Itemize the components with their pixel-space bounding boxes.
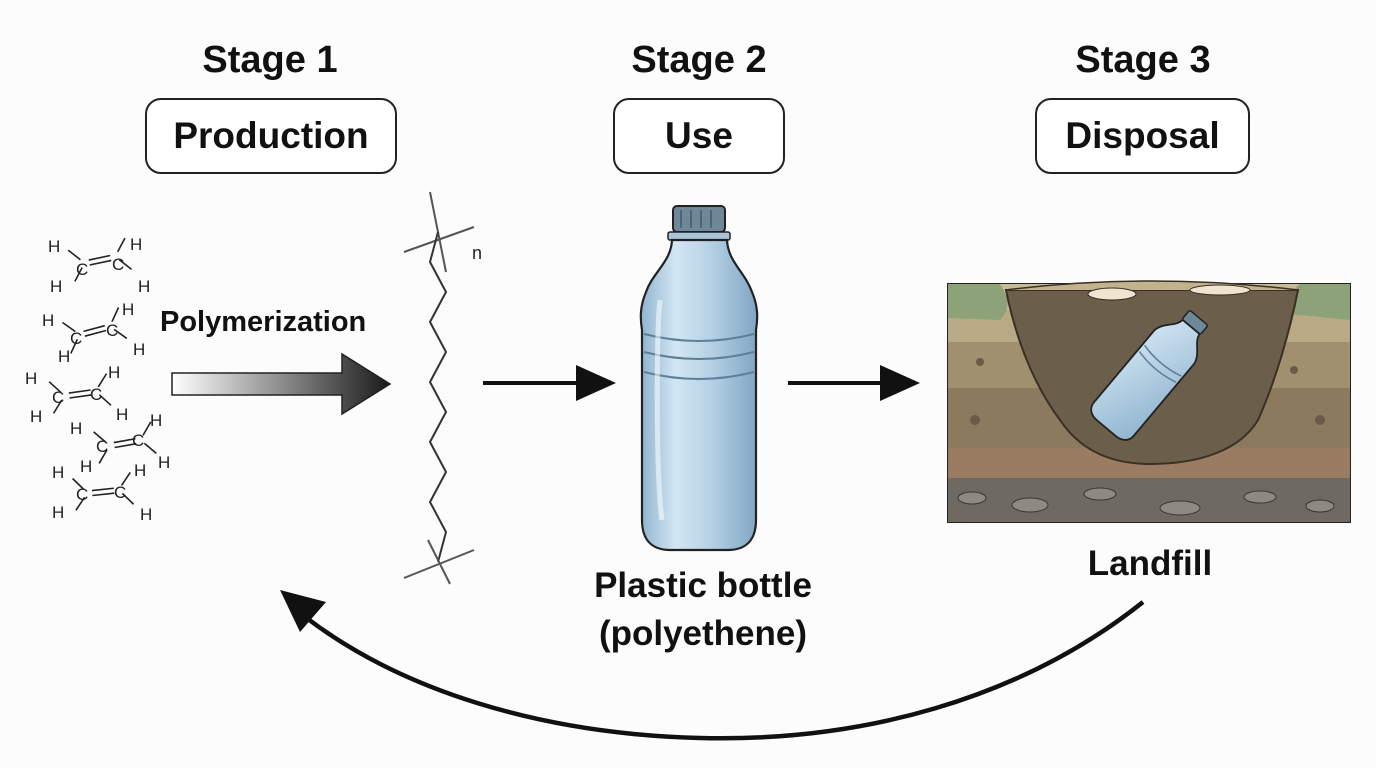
product-label-line2: (polyethene)	[598, 614, 808, 653]
disposal-box: Disposal	[1035, 98, 1250, 174]
atom-c: C	[96, 437, 108, 456]
plastic-bottle-illustration	[639, 205, 759, 552]
atom-h: H	[134, 461, 146, 480]
atom-h: H	[133, 340, 145, 359]
ethene-molecules	[48, 237, 157, 511]
stage-1-heading: Stage 1	[202, 39, 338, 81]
ethene-molecule	[48, 373, 112, 414]
landfill-illustration	[947, 280, 1351, 523]
atom-h: H	[52, 503, 64, 522]
atom-h: H	[80, 457, 92, 476]
polymer-chain	[403, 191, 475, 585]
ethene-atom-labels: H H C C H H H H C C H H H H C C H H H H …	[25, 235, 170, 524]
polymerization-arrow	[171, 352, 392, 416]
atom-c: C	[76, 485, 88, 504]
atom-h: H	[116, 405, 128, 424]
atom-c: C	[114, 483, 126, 502]
arrow-to-use	[483, 365, 616, 401]
use-box: Use	[613, 98, 785, 174]
atom-h: H	[150, 411, 162, 430]
atom-h: H	[140, 505, 152, 524]
product-label-line1: Plastic bottle	[594, 566, 812, 605]
atom-c: C	[90, 385, 102, 404]
atom-h: H	[158, 453, 170, 472]
atom-h: H	[50, 277, 62, 296]
atom-h: H	[25, 369, 37, 388]
atom-h: H	[108, 363, 120, 382]
atom-c: C	[112, 255, 124, 274]
stage-2-heading: Stage 2	[631, 39, 767, 81]
ethene-molecule	[93, 421, 157, 464]
atom-h: H	[130, 235, 142, 254]
atom-h: H	[52, 463, 64, 482]
atom-c: C	[132, 431, 144, 450]
repeat-unit-label: n	[472, 243, 482, 263]
atom-h: H	[42, 311, 54, 330]
atom-h: H	[138, 277, 150, 296]
production-box: Production	[145, 98, 397, 174]
atom-c: C	[52, 388, 64, 407]
atom-h: H	[48, 237, 60, 256]
polymerization-label: Polymerization	[160, 306, 367, 338]
ethene-molecule	[62, 307, 128, 354]
atom-h: H	[30, 407, 42, 426]
atom-c: C	[106, 321, 118, 340]
landfill-label: Landfill	[1087, 544, 1213, 583]
atom-c: C	[70, 329, 82, 348]
return-arrow	[280, 590, 1145, 741]
ethene-molecule	[72, 471, 135, 511]
atom-h: H	[70, 419, 82, 438]
ethene-molecule	[67, 237, 133, 282]
atom-h: H	[122, 300, 134, 319]
stage-3-heading: Stage 3	[1075, 39, 1211, 81]
atom-h: H	[58, 347, 70, 366]
arrow-to-disposal	[788, 365, 920, 401]
atom-c: C	[76, 260, 88, 279]
